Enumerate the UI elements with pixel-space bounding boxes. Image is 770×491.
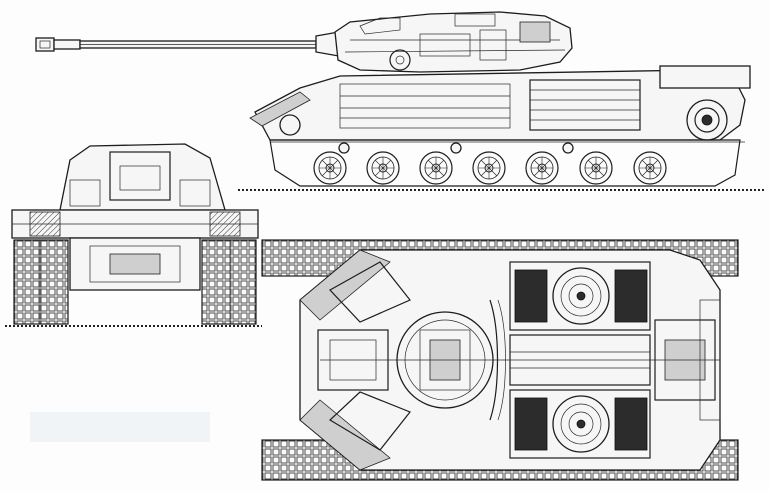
rear-right-track xyxy=(201,239,257,325)
rear-view xyxy=(5,143,262,327)
lower-left-radiator xyxy=(514,397,548,451)
turret xyxy=(334,11,573,73)
hull xyxy=(249,65,751,141)
rear-left-track xyxy=(13,239,69,325)
upper-right-radiator xyxy=(614,269,648,323)
side-view xyxy=(35,11,765,191)
top-view xyxy=(261,239,739,481)
upper-left-radiator xyxy=(514,269,548,323)
running-gear xyxy=(269,139,745,187)
gun-barrel xyxy=(35,29,351,59)
faint-watermark xyxy=(30,412,210,442)
lower-right-radiator xyxy=(614,397,648,451)
